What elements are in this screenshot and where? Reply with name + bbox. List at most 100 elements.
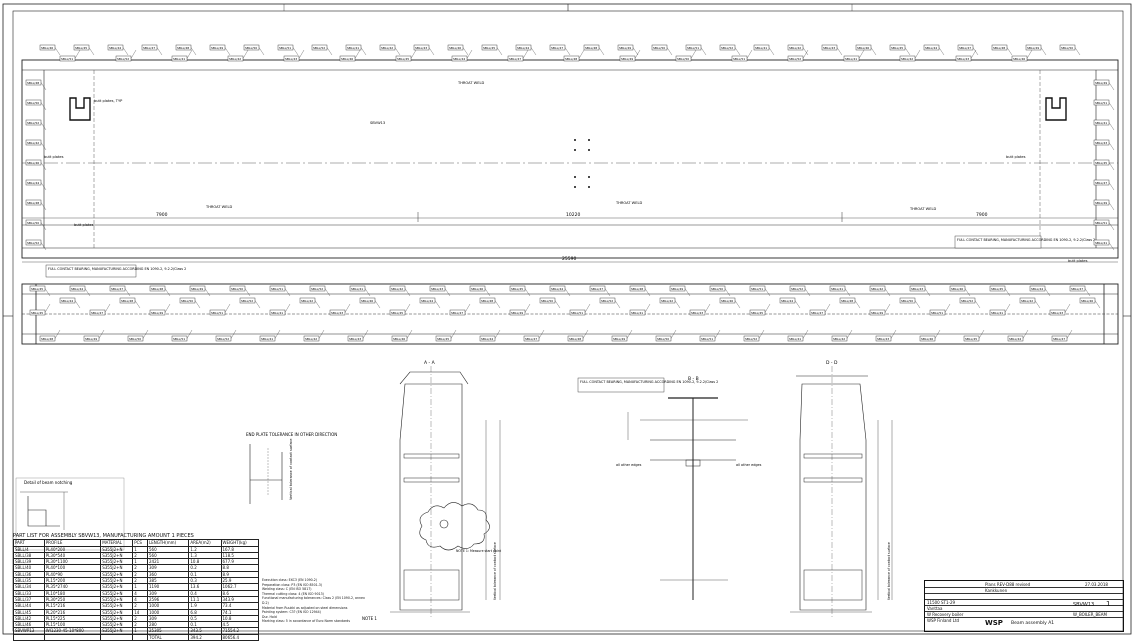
weld-label-4: THROAT WELD xyxy=(909,207,937,211)
part-mark-text: SBLL/43 xyxy=(349,337,361,341)
part-mark-text: SBLL/45 xyxy=(391,311,403,315)
end-plate-tolerance-note: END PLATE TOLERANCE IN OTHER DIRECTION xyxy=(246,432,337,437)
part-mark-tag: SBLL/46 xyxy=(359,297,381,309)
part-mark-tag: SBLL/52 xyxy=(743,329,765,342)
part-mark-tag: SBLL/49 xyxy=(1093,199,1115,211)
part-mark-text: SBLL/41 xyxy=(831,287,843,291)
part-list-header: PART PROFILE MATERIAL PCS LENGTH(mm) ARE… xyxy=(13,539,260,547)
part-mark-tag: SBLL/49 xyxy=(1025,44,1047,56)
part-list-cell: S355J2+N xyxy=(100,545,134,553)
notch-left xyxy=(69,97,91,121)
part-mark-text: SBLL/49 xyxy=(619,46,631,50)
col-material: MATERIAL xyxy=(100,539,134,547)
part-mark-tag: SBLL/47 xyxy=(1093,179,1115,191)
part-mark-tag: SBLL/45 xyxy=(395,49,417,62)
part-mark-text: SBLL/52 xyxy=(961,299,973,303)
part-mark-text: SBLL/47 xyxy=(1053,337,1065,341)
part-mark-tag: SBLL/46 xyxy=(25,159,47,171)
weld-label-2: THROAT WELD xyxy=(205,205,233,209)
part-mark-tag: SBLL/49 xyxy=(83,329,105,342)
plan-view xyxy=(21,283,1119,345)
part-mark-tag: SBLL/46 xyxy=(447,44,469,56)
note-1-label: NOTE 1 xyxy=(362,616,377,621)
part-mark-tag: SBLL/43 xyxy=(413,44,435,56)
part-mark-text: SBLL/51 xyxy=(733,57,745,61)
part-mark-tag: SBLL/49 xyxy=(189,285,211,297)
part-mark-tag: SBLL/48 xyxy=(563,49,585,62)
part-mark-tag: SBLL/43 xyxy=(821,44,843,56)
weld-label-3: THROAT WELD xyxy=(615,201,643,205)
part-mark-tag: SBLL/44 xyxy=(1007,329,1029,342)
part-mark-tag: SBLL/50 xyxy=(709,285,731,297)
part-mark-text: SBLL/51 xyxy=(61,57,73,61)
part-mark-text: SBLL/44 xyxy=(453,57,465,61)
tb-page: 1 xyxy=(1106,600,1111,608)
part-mark-tag: SBLL/51 xyxy=(749,285,771,297)
part-mark-text: SBLL/50 xyxy=(245,46,257,50)
part-mark-text: SBLL/44 xyxy=(1031,287,1043,291)
part-mark-tag: SBLL/48 xyxy=(175,44,197,56)
part-mark-text: SBLL/51 xyxy=(1095,221,1107,225)
part-mark-text: SBLL/46 xyxy=(921,337,933,341)
part-mark-tag: SBLL/42 xyxy=(303,329,325,342)
note-line: Functional manufacturing tolerances: Cla… xyxy=(262,596,365,605)
part-mark-text: SBLL/43 xyxy=(1051,311,1063,315)
part-mark-tag: SBLL/45 xyxy=(435,329,457,342)
part-mark-tag: SBLL/41 xyxy=(269,303,291,316)
part-mark-tag: SBLL/41 xyxy=(829,285,851,297)
part-mark-text: SBLL/46 xyxy=(857,46,869,50)
part-mark-tag: SBLL/45 xyxy=(481,44,503,56)
part-mark-text: SBLL/52 xyxy=(27,121,39,125)
part-mark-tag: SBLL/43 xyxy=(689,303,711,316)
part-mark-tag: SBLL/45 xyxy=(73,44,95,56)
part-mark-text: SBLL/45 xyxy=(965,337,977,341)
part-mark-tag: SBLL/52 xyxy=(309,285,331,297)
part-mark-tag: SBLL/42 xyxy=(227,49,249,62)
part-mark-tag: SBLL/52 xyxy=(787,49,809,62)
part-mark-tag: SBLL/47 xyxy=(549,44,571,56)
part-list-total-row: TOTAL 394.2 80656.4 xyxy=(13,633,260,642)
part-mark-text: SBLL/44 xyxy=(61,299,73,303)
part-mark-text: SBLL/41 xyxy=(631,311,643,315)
part-mark-tag: SBLL/48 xyxy=(583,44,605,56)
part-mark-tag: SBLL/51 xyxy=(569,303,591,316)
part-mark-text: SBLL/46 xyxy=(27,161,39,165)
part-mark-text: SBLL/52 xyxy=(27,241,39,245)
part-mark-text: SBLL/52 xyxy=(117,57,129,61)
part-mark-text: SBLL/50 xyxy=(129,337,141,341)
total-area: 394.2 xyxy=(188,633,222,642)
part-mark-tag: SBLL/50 xyxy=(229,285,251,297)
total-label: TOTAL xyxy=(146,633,190,642)
part-mark-text: SBLL/45 xyxy=(891,46,903,50)
part-mark-text: SBLL/41 xyxy=(755,46,767,50)
part-mark-tag: SBLL/46 xyxy=(339,49,361,62)
part-mark-tag: SBLL/42 xyxy=(869,285,891,297)
tb-project-code: 11500 ST1-29 xyxy=(927,600,956,605)
part-mark-tag: SBLL/52 xyxy=(311,44,333,56)
part-mark-text: SBLL/52 xyxy=(789,57,801,61)
part-mark-text: SBLL/49 xyxy=(1095,81,1107,85)
part-mark-tag: SBLL/48 xyxy=(839,297,861,309)
part-mark-tag: SBLL/45 xyxy=(963,329,985,342)
part-mark-web: SBVW13 xyxy=(370,121,385,125)
part-mark-text: SBLL/45 xyxy=(31,311,43,315)
part-list-cell: S355J2+N xyxy=(100,583,134,591)
section-b-b xyxy=(627,397,748,600)
part-mark-tag: SBLL/45 xyxy=(29,303,51,316)
part-mark-text: SBLL/49 xyxy=(211,46,223,50)
part-list: PART LIST FOR ASSEMBLY SBVW13, MANUFACTU… xyxy=(13,533,260,642)
part-mark-text: SBLL/51 xyxy=(571,311,583,315)
part-mark-text: SBLL/45 xyxy=(31,287,43,291)
part-mark-text: SBLL/49 xyxy=(871,311,883,315)
part-mark-tag: SBLL/51 xyxy=(171,329,193,342)
part-mark-tag: SBLL/52 xyxy=(215,329,237,342)
part-mark-text: SBLL/49 xyxy=(511,311,523,315)
part-mark-text: SBLL/49 xyxy=(613,337,625,341)
part-mark-text: SBLL/51 xyxy=(751,287,763,291)
part-mark-text: SBLL/50 xyxy=(901,299,913,303)
part-mark-tag: SBLL/50 xyxy=(675,49,697,62)
